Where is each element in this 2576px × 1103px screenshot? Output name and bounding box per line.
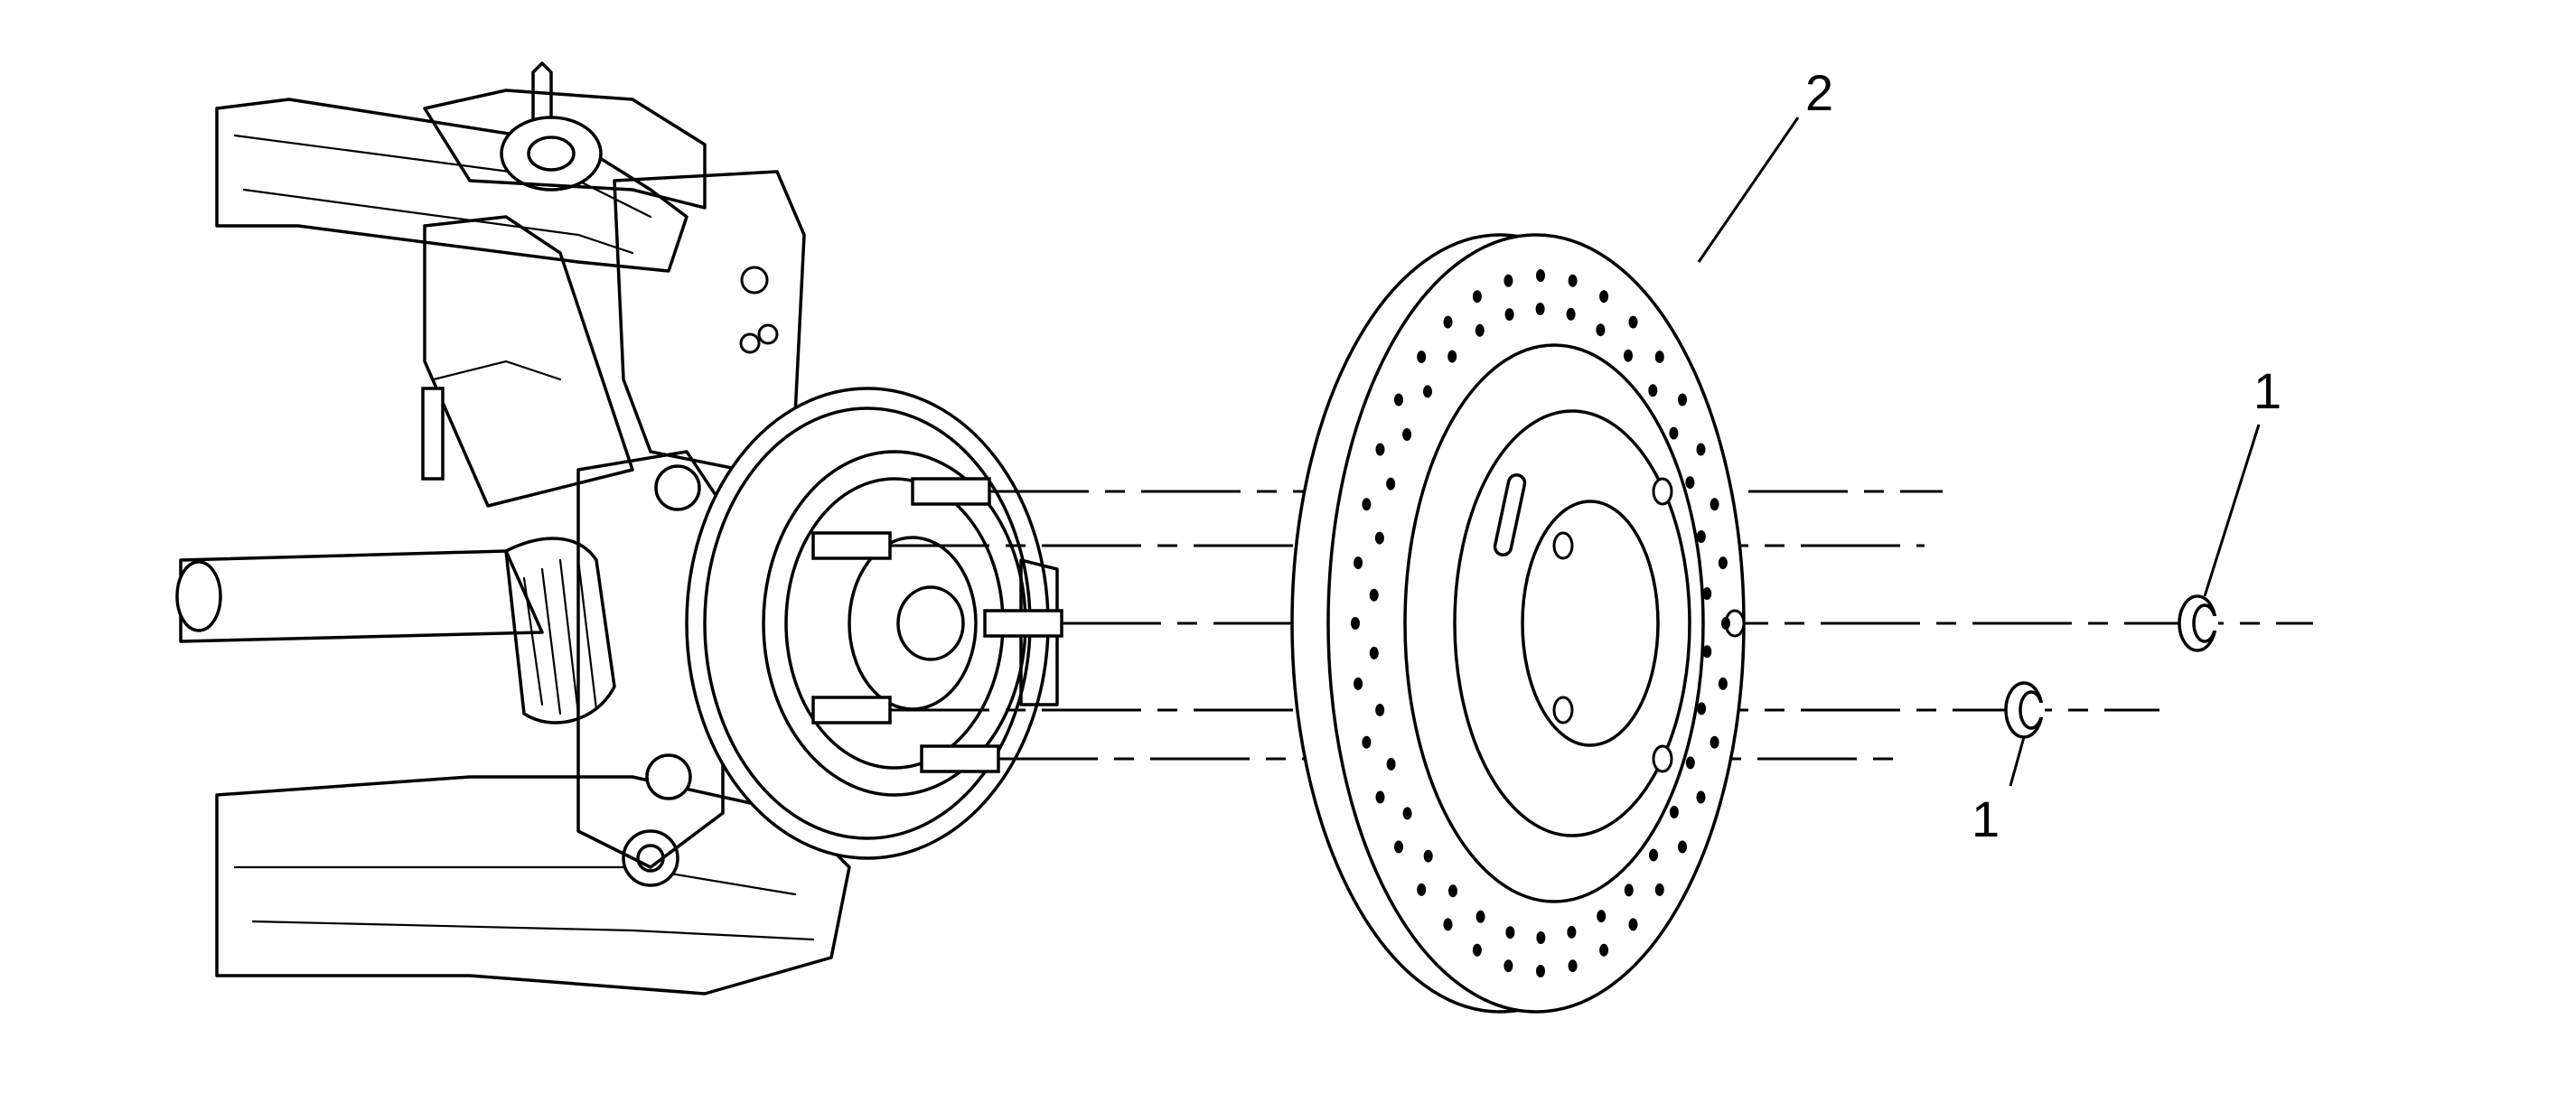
drill-hole xyxy=(1599,290,1609,304)
rotor-retainer-lower xyxy=(2004,681,2045,739)
callout-rotor-label: 2 xyxy=(1805,64,1833,121)
drill-hole xyxy=(1536,269,1545,282)
drill-hole xyxy=(1402,428,1412,441)
drill-hole xyxy=(1566,307,1576,321)
drill-hole xyxy=(1685,476,1695,490)
drill-hole xyxy=(1503,959,1513,973)
drill-hole xyxy=(1702,587,1712,601)
drill-hole xyxy=(1702,645,1712,659)
drill-hole xyxy=(1402,807,1412,820)
drill-hole xyxy=(1710,735,1719,749)
drill-hole xyxy=(1472,290,1482,304)
drill-hole xyxy=(1649,848,1658,862)
drill-hole xyxy=(1599,943,1609,957)
drill-hole xyxy=(1718,677,1728,690)
drill-hole xyxy=(1536,965,1545,977)
drill-hole xyxy=(1386,757,1396,771)
callout-retainer-lower: 1 xyxy=(1972,736,2026,847)
drill-hole xyxy=(1597,910,1606,923)
drill-hole xyxy=(1535,303,1545,315)
callout-retainer-lower-label: 1 xyxy=(1972,790,2000,847)
drill-hole xyxy=(1351,617,1360,630)
callout-rotor: 2 xyxy=(1697,64,1833,263)
drill-hole xyxy=(1696,790,1706,804)
drill-hole xyxy=(1354,677,1363,690)
drill-hole xyxy=(1718,556,1728,570)
callout-retainer-upper: 1 xyxy=(2203,362,2281,597)
drill-hole xyxy=(1503,274,1513,287)
drill-hole xyxy=(1472,943,1482,957)
drill-hole xyxy=(1417,351,1427,364)
drill-hole xyxy=(1628,315,1638,329)
drill-hole xyxy=(1696,443,1706,456)
drill-hole xyxy=(1369,588,1379,602)
drill-hole xyxy=(1362,498,1372,511)
suspension-assembly xyxy=(175,61,1063,996)
callout-retainer-upper-label: 1 xyxy=(2253,362,2281,419)
drill-hole xyxy=(1504,308,1514,322)
drill-hole xyxy=(1648,384,1658,397)
drill-hole xyxy=(1475,323,1485,337)
drill-hole xyxy=(1596,323,1606,337)
drill-hole xyxy=(1423,849,1433,863)
drill-hole xyxy=(1443,918,1453,931)
drill-hole xyxy=(1669,426,1679,440)
drill-hole xyxy=(1417,883,1427,896)
drill-hole xyxy=(1654,883,1664,896)
drill-hole xyxy=(1375,704,1385,716)
drill-hole xyxy=(1369,646,1379,659)
drill-hole xyxy=(1354,556,1363,570)
drill-hole xyxy=(1697,702,1707,715)
drill-hole xyxy=(1568,274,1578,287)
drill-hole xyxy=(1447,350,1457,363)
drill-hole xyxy=(1362,735,1372,749)
drill-hole xyxy=(1567,925,1577,939)
drill-hole xyxy=(1669,806,1679,818)
drill-hole xyxy=(1448,884,1457,898)
drill-hole xyxy=(1654,351,1664,364)
cross-drilled-holes xyxy=(1351,269,1730,977)
drill-hole xyxy=(1375,443,1385,456)
drill-hole xyxy=(1624,883,1634,897)
drill-hole xyxy=(1475,910,1485,923)
drill-hole xyxy=(1624,349,1633,362)
wheel-stud-1 xyxy=(911,477,991,506)
wheel-stud-4 xyxy=(811,696,892,724)
drill-hole xyxy=(1423,385,1432,398)
drill-hole xyxy=(1721,617,1730,630)
wheel-stud-5 xyxy=(920,744,1000,773)
drill-hole xyxy=(1386,477,1396,491)
drill-hole xyxy=(1394,393,1403,407)
wheel-stud-2 xyxy=(811,531,892,560)
drill-hole xyxy=(1710,498,1719,511)
drill-hole xyxy=(1394,840,1403,854)
drill-hole xyxy=(1685,756,1695,770)
rotor-retainer-upper xyxy=(2178,594,2218,652)
drill-hole xyxy=(1374,531,1384,545)
drill-hole xyxy=(1628,918,1638,931)
drill-hole xyxy=(1568,959,1578,973)
drill-hole xyxy=(1375,790,1385,804)
drill-hole xyxy=(1443,315,1453,329)
wheel-stud-3 xyxy=(983,609,1063,638)
drill-hole xyxy=(1696,530,1706,543)
drill-hole xyxy=(1505,926,1515,939)
brake-rotor xyxy=(1290,233,1746,1014)
drill-hole xyxy=(1678,840,1687,854)
drill-hole xyxy=(1536,931,1546,944)
drill-hole xyxy=(1678,393,1687,407)
